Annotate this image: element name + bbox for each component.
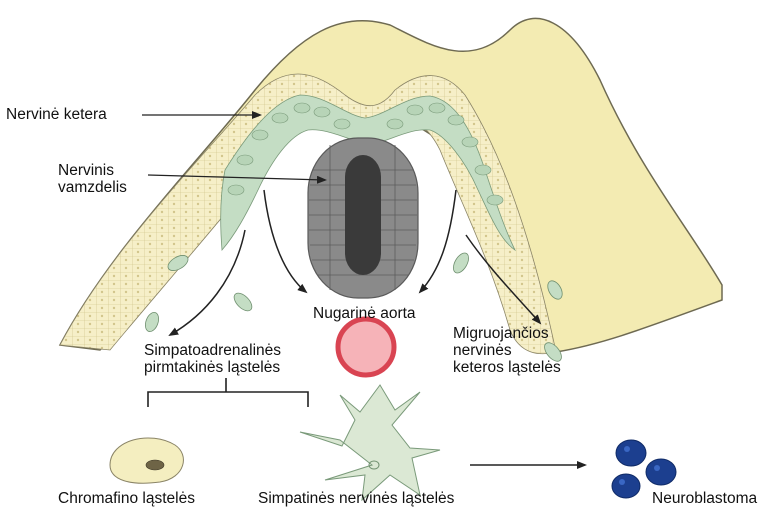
label-neuroblastoma: Neuroblastoma [652,490,757,507]
label-dorsal-aorta: Nugarinė aorta [313,305,416,322]
dorsal-aorta [338,319,394,375]
neural-tube-lumen [345,155,381,275]
label-migrating-cells: Migruojančios nervinės keteros ląstelės [453,325,561,376]
chromaffin-cell [110,438,183,483]
label-chromaffin: Chromafino ląstelės [58,490,195,507]
bracket [148,378,308,407]
sympathetic-neuron [300,385,440,500]
label-sympathetic-neurons: Simpatinės nervinės ląstelės [258,490,454,507]
neural-tube [308,138,418,298]
label-neural-tube: Nervinis vamzdelis [58,162,127,196]
label-neural-crest: Nervinė ketera [6,106,107,123]
label-sympathoadrenal: Simpatoadrenalinės pirmtakinės ląstelės [144,342,281,376]
